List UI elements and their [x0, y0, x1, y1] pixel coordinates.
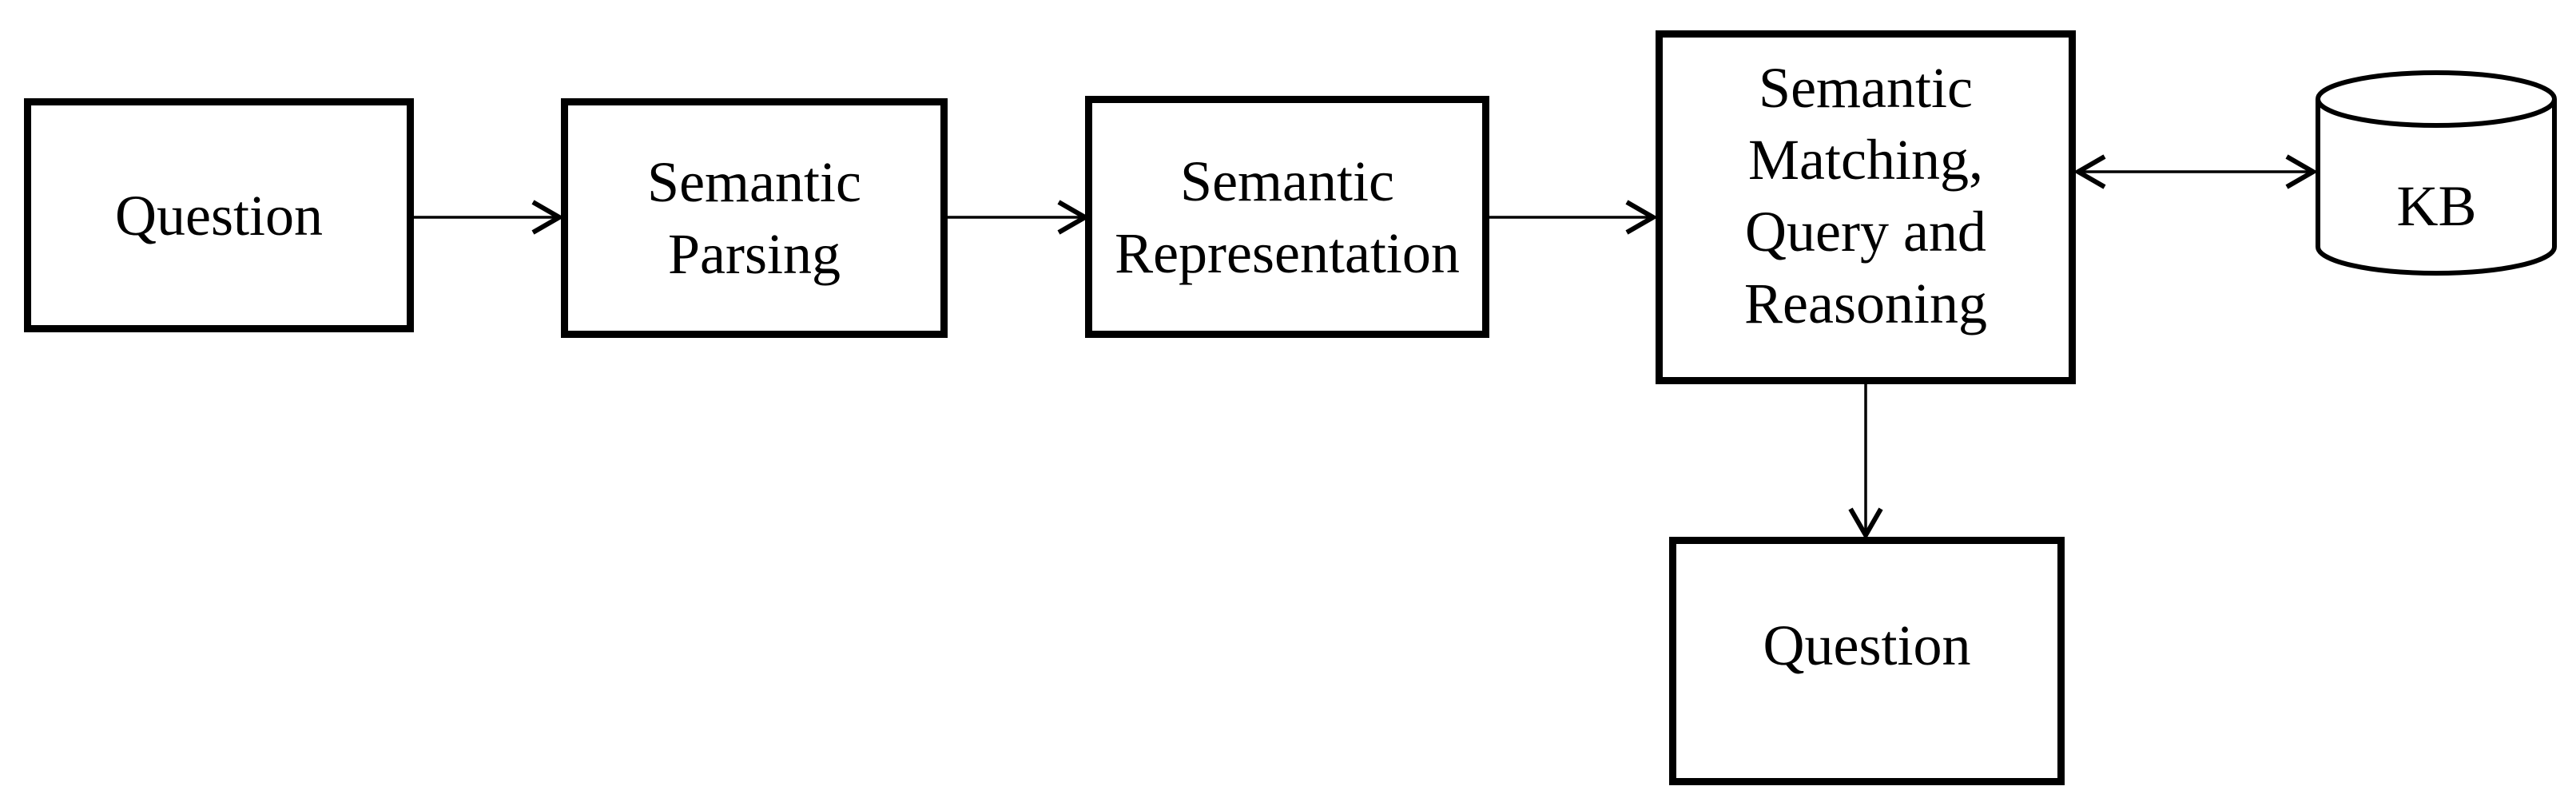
node-question-input: Question [24, 98, 414, 332]
node-semantic-matching-line2: Matching, [1748, 127, 1983, 192]
node-semantic-matching-line3: Query and [1745, 199, 1986, 264]
arrow-matching-kb-bidirectional [2073, 154, 2319, 189]
kb-cylinder-body [2316, 99, 2557, 276]
node-question-input-label: Question [115, 183, 323, 248]
arrow-parsing-to-representation [947, 200, 1091, 235]
node-semantic-representation: Semantic Representation [1085, 96, 1489, 338]
kb-cylinder [2316, 70, 2557, 276]
node-semantic-parsing-line2: Parsing [668, 222, 841, 286]
node-semantic-matching-line1: Semantic [1759, 55, 1973, 120]
node-semantic-parsing: Semantic Parsing [561, 98, 948, 338]
arrow-representation-to-matching [1489, 200, 1659, 235]
node-semantic-representation-line1: Semantic [1180, 149, 1394, 213]
node-semantic-representation-line2: Representation [1115, 220, 1460, 285]
arrow-matching-to-question-output [1848, 383, 1883, 541]
node-question-output-label: Question [1763, 613, 1971, 677]
kb-node-label: KB [2396, 174, 2477, 238]
node-semantic-matching: Semantic Matching, Query and Reasoning [1656, 30, 2076, 384]
arrow-question-to-parsing [414, 200, 565, 235]
node-semantic-parsing-line1: Semantic [647, 150, 861, 214]
kb-cylinder-top [2316, 70, 2557, 128]
node-question-output: Question [1669, 537, 2065, 785]
node-semantic-matching-line4: Reasoning [1744, 271, 1987, 335]
